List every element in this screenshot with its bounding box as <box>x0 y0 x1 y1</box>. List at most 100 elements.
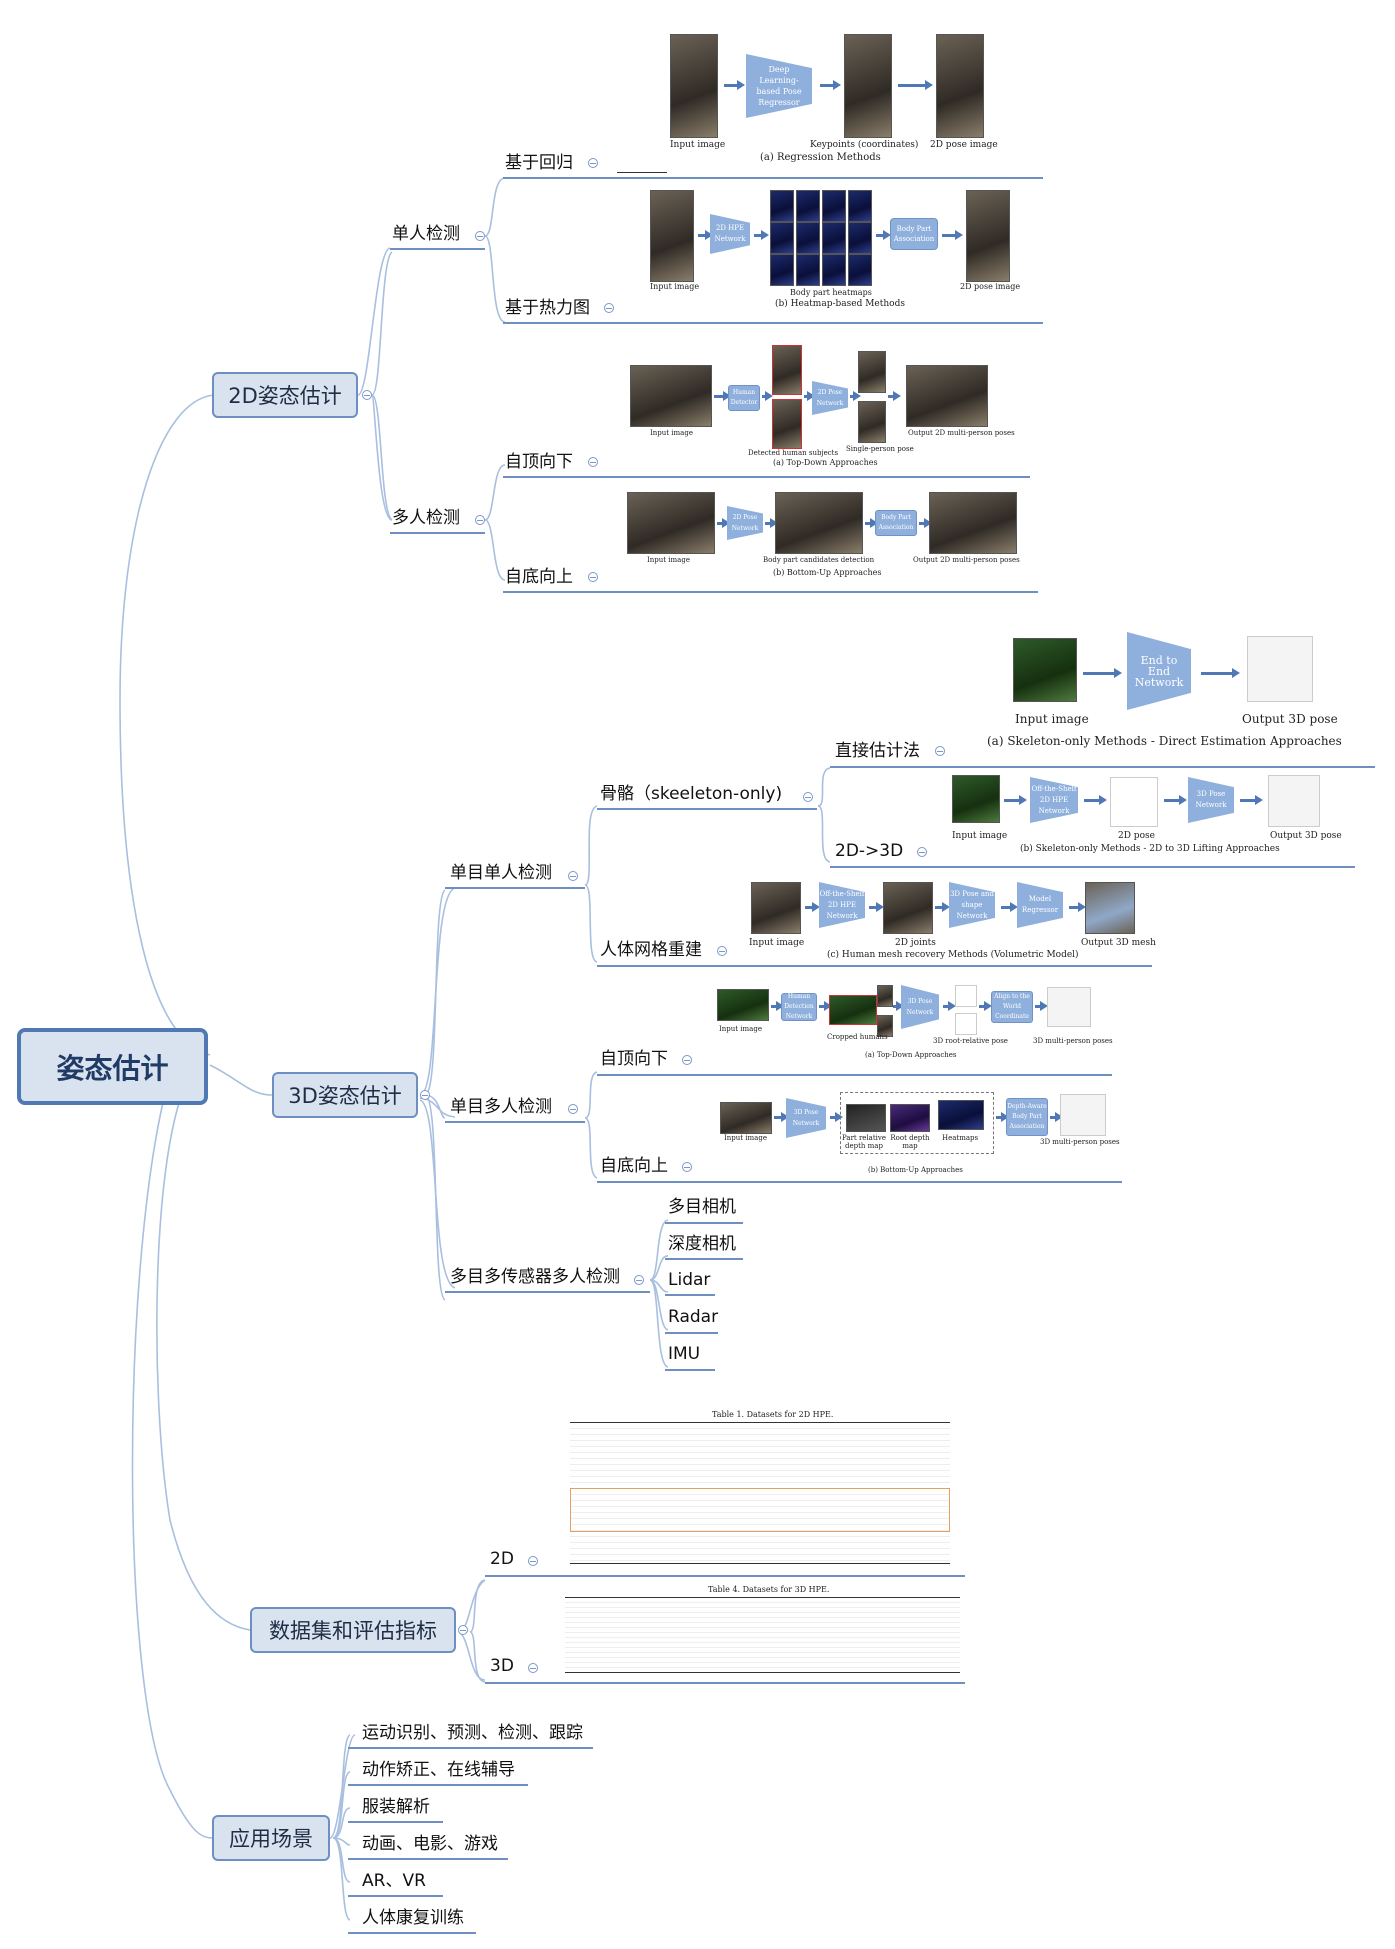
sensor-item[interactable]: IMU <box>668 1343 700 1365</box>
underline <box>485 1682 965 1684</box>
sensor-item[interactable]: Radar <box>668 1306 718 1328</box>
node-skeleton[interactable]: 骨骼（skeeleton-only) <box>600 783 782 805</box>
caption: 3D root-relative pose <box>933 1037 1008 1045</box>
sensor-item[interactable]: Lidar <box>668 1269 710 1291</box>
node-mono-multi[interactable]: 单目多人检测 <box>450 1096 552 1118</box>
keypoint-image-thumb <box>844 34 892 138</box>
collapse-icon[interactable] <box>588 572 598 582</box>
node-direct[interactable]: 直接估计法 <box>835 740 920 762</box>
collapse-icon[interactable] <box>568 871 578 881</box>
node-2d-pose[interactable]: 2D姿态估计 <box>212 372 358 418</box>
arrow <box>1050 1112 1063 1122</box>
figure-3d-topdown: Human Detection Network 3D Pose Network … <box>715 985 1115 1070</box>
underline <box>390 248 485 250</box>
table-2d-datasets: Table 1. Datasets for 2D HPE. <box>570 1408 950 1568</box>
collapse-icon[interactable] <box>568 1104 578 1114</box>
depth-map-thumb <box>846 1104 886 1132</box>
end-to-end-label: End to End Network <box>1134 653 1184 689</box>
collapse-icon[interactable] <box>475 515 485 525</box>
collapse-icon[interactable] <box>588 158 598 168</box>
node-mono-single[interactable]: 单目单人检测 <box>450 862 552 884</box>
node-mono-multi-label: 单目多人检测 <box>450 1097 552 1117</box>
arrow <box>942 230 963 240</box>
collapse-icon[interactable] <box>528 1663 538 1673</box>
collapse-icon[interactable] <box>634 1275 644 1285</box>
collapse-icon[interactable] <box>803 792 813 802</box>
figure-heatmap: 2D HPE Network Body Part Association Inp… <box>640 188 1040 318</box>
app-item[interactable]: 运动识别、预测、检测、跟踪 <box>362 1722 583 1744</box>
app-item[interactable]: 服装解析 <box>362 1796 430 1818</box>
collapse-icon[interactable] <box>935 746 945 756</box>
underline <box>348 1784 528 1786</box>
caption: Input image <box>650 429 693 437</box>
node-multi-person[interactable]: 多人检测 <box>392 507 460 529</box>
sensor-item[interactable]: 多目相机 <box>668 1196 736 1218</box>
node-2d-topdown-label: 自顶向下 <box>505 452 573 472</box>
3d-pose-network-block: 3D Pose Network <box>786 1098 826 1138</box>
node-dataset-3d[interactable]: 3D <box>490 1655 514 1677</box>
input-image-thumb <box>720 1102 772 1134</box>
node-single-person[interactable]: 单人检测 <box>392 223 460 245</box>
underline <box>597 1181 1122 1183</box>
node-multi-sensor[interactable]: 多目多传感器多人检测 <box>450 1266 620 1288</box>
collapse-icon[interactable] <box>458 1625 468 1635</box>
root-label: 姿态估计 <box>56 1051 169 1085</box>
node-lift[interactable]: 2D->3D <box>835 840 903 862</box>
collapse-icon[interactable] <box>362 390 372 400</box>
arrow <box>850 391 861 401</box>
figure-2d-topdown: Human Detector 2D Pose Network Input ima… <box>628 345 1028 470</box>
heatmap-thumb <box>796 254 820 286</box>
node-datasets-label: 数据集和评估指标 <box>269 1619 437 1643</box>
end-to-end-block: End to End Network <box>1127 632 1191 710</box>
node-datasets[interactable]: 数据集和评估指标 <box>250 1607 456 1653</box>
underline <box>503 177 1043 179</box>
app-item[interactable]: 动作矫正、在线辅导 <box>362 1759 515 1781</box>
arrow <box>714 391 731 401</box>
node-applications[interactable]: 应用场景 <box>212 1815 330 1861</box>
arrow <box>774 1112 789 1122</box>
arrow <box>754 230 769 240</box>
sensor-item[interactable]: 深度相机 <box>668 1233 736 1255</box>
arrow <box>1164 795 1187 805</box>
arrow <box>771 1001 784 1011</box>
node-lift-label: 2D->3D <box>835 841 904 861</box>
node-2d-topdown[interactable]: 自顶向下 <box>505 451 573 473</box>
sensor-item-label: 多目相机 <box>668 1197 736 1217</box>
underline <box>445 887 585 889</box>
root-node[interactable]: 姿态估计 <box>17 1028 208 1105</box>
figure-title: (a) Regression Methods <box>760 152 881 163</box>
collapse-icon[interactable] <box>528 1556 538 1566</box>
app-item[interactable]: 人体康复训练 <box>362 1907 464 1929</box>
node-heatmap[interactable]: 基于热力图 <box>505 297 590 319</box>
node-skeleton-label: 骨骼（skeeleton-only) <box>600 784 783 804</box>
node-3d-bottomup[interactable]: 自底向上 <box>600 1155 668 1177</box>
collapse-icon[interactable] <box>917 847 927 857</box>
arrow <box>804 391 815 401</box>
collapse-icon[interactable] <box>588 457 598 467</box>
node-applications-label: 应用场景 <box>229 1827 313 1851</box>
node-3d-topdown[interactable]: 自顶向下 <box>600 1048 668 1070</box>
node-mesh[interactable]: 人体网格重建 <box>600 939 702 961</box>
node-dataset-2d[interactable]: 2D <box>490 1548 514 1570</box>
node-3d-pose[interactable]: 3D姿态估计 <box>272 1072 418 1118</box>
caption: Output 3D pose <box>1270 831 1342 841</box>
app-item[interactable]: 动画、电影、游戏 <box>362 1833 498 1855</box>
arrow <box>1084 795 1107 805</box>
align-world-label: Align to the World Coordinate <box>994 993 1030 1020</box>
shape-network-block: 3D Pose and shape Network <box>949 882 995 928</box>
single-pose-thumb <box>858 401 886 443</box>
caption: Input image <box>749 938 805 948</box>
caption: Input image <box>1015 712 1089 726</box>
collapse-icon[interactable] <box>420 1090 430 1100</box>
collapse-icon[interactable] <box>475 231 485 241</box>
collapse-icon[interactable] <box>604 303 614 313</box>
underline <box>830 866 1355 868</box>
node-2d-bottomup[interactable]: 自底向上 <box>505 566 573 588</box>
underline <box>597 1074 1112 1076</box>
hpe-network-block: Off-the-Shelf 2D HPE Network <box>1030 777 1078 823</box>
collapse-icon[interactable] <box>682 1162 692 1172</box>
app-item[interactable]: AR、VR <box>362 1870 426 1892</box>
node-regression[interactable]: 基于回归 <box>505 152 573 174</box>
collapse-icon[interactable] <box>682 1055 692 1065</box>
collapse-icon[interactable] <box>717 946 727 956</box>
